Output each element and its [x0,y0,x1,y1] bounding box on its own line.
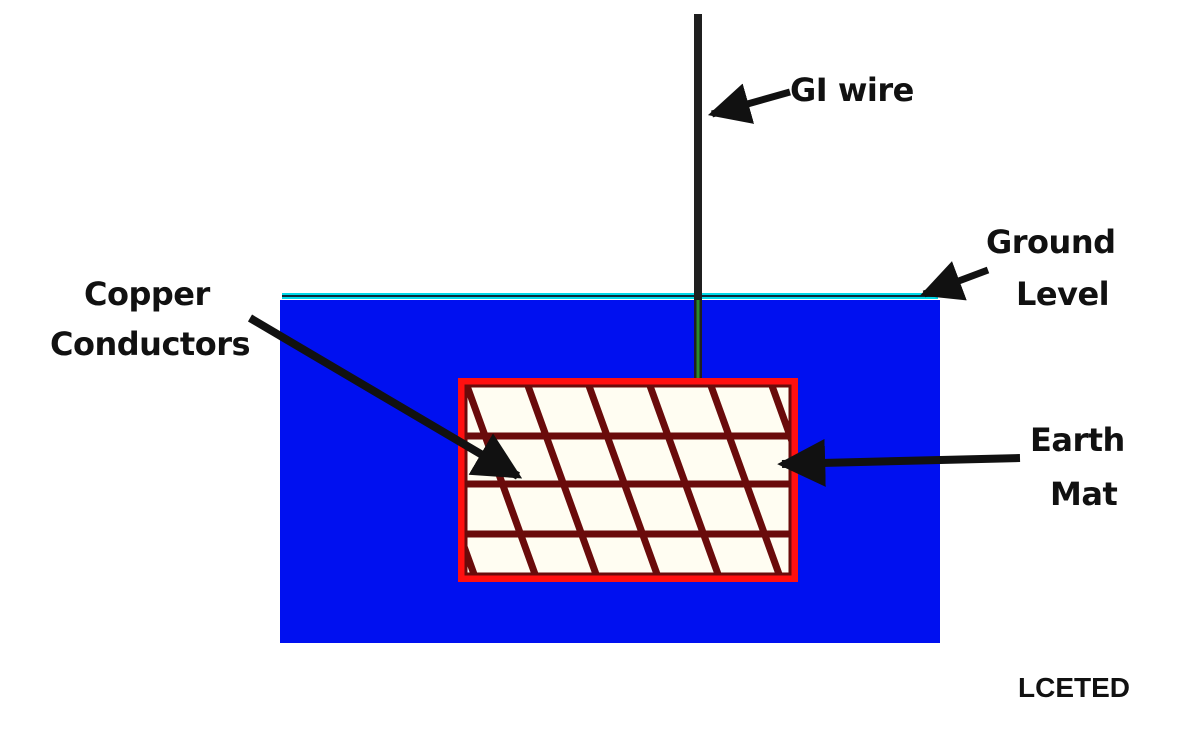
ground-level-label-line2: Level [1016,275,1110,313]
ground-level-arrow [920,261,990,301]
copper-conductors-arrow [247,314,523,480]
watermark-label: LCETED [1018,672,1130,703]
copper-conductors-label-line2: Conductors [50,325,251,363]
earth-mat-label-line2: Mat [1050,475,1118,513]
gi-wire-arrow [707,83,791,124]
earth-mat-arrow [777,438,1021,487]
copper-conductors-label-line1: Copper [84,275,210,313]
gi-wire-label: GI wire [790,71,914,109]
ground-level-label-line1: Ground [986,223,1116,261]
earth-mat [458,378,798,582]
earth-mat-label-line1: Earth [1030,421,1125,459]
